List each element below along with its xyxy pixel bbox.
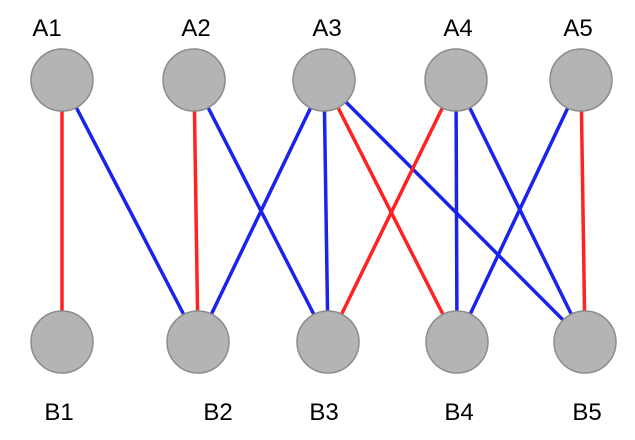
node-b5 xyxy=(553,310,617,374)
edges-layer xyxy=(60,78,587,344)
node-a1 xyxy=(30,48,94,112)
edge-a3-b2 xyxy=(196,78,326,344)
node-label-a4: A4 xyxy=(443,15,472,42)
node-label-b5: B5 xyxy=(572,399,601,426)
node-label-b4: B4 xyxy=(444,399,473,426)
node-label-b3: B3 xyxy=(309,399,338,426)
node-b2 xyxy=(166,310,230,374)
edge-a5-b4 xyxy=(455,78,583,344)
edge-a4-b4 xyxy=(454,78,459,344)
node-label-b2: B2 xyxy=(203,399,232,426)
edge-a5-b5 xyxy=(579,78,587,344)
node-label-a2: A2 xyxy=(181,15,210,42)
edge-a4-b3 xyxy=(326,78,458,344)
node-b1 xyxy=(30,310,94,374)
node-b3 xyxy=(296,310,360,374)
node-label-b1: B1 xyxy=(44,399,73,426)
node-b4 xyxy=(425,310,489,374)
edge-a3-b5 xyxy=(322,78,587,344)
node-a3 xyxy=(292,48,356,112)
edge-a2-b2 xyxy=(192,78,200,344)
nodes-layer xyxy=(30,48,617,374)
node-a4 xyxy=(424,48,488,112)
node-label-a5: A5 xyxy=(563,15,592,42)
node-a2 xyxy=(162,48,226,112)
edge-a3-b3 xyxy=(322,78,330,344)
node-a5 xyxy=(549,48,613,112)
node-label-a1: A1 xyxy=(32,15,61,42)
edge-a1-b2 xyxy=(60,78,200,344)
node-label-a3: A3 xyxy=(312,15,341,42)
